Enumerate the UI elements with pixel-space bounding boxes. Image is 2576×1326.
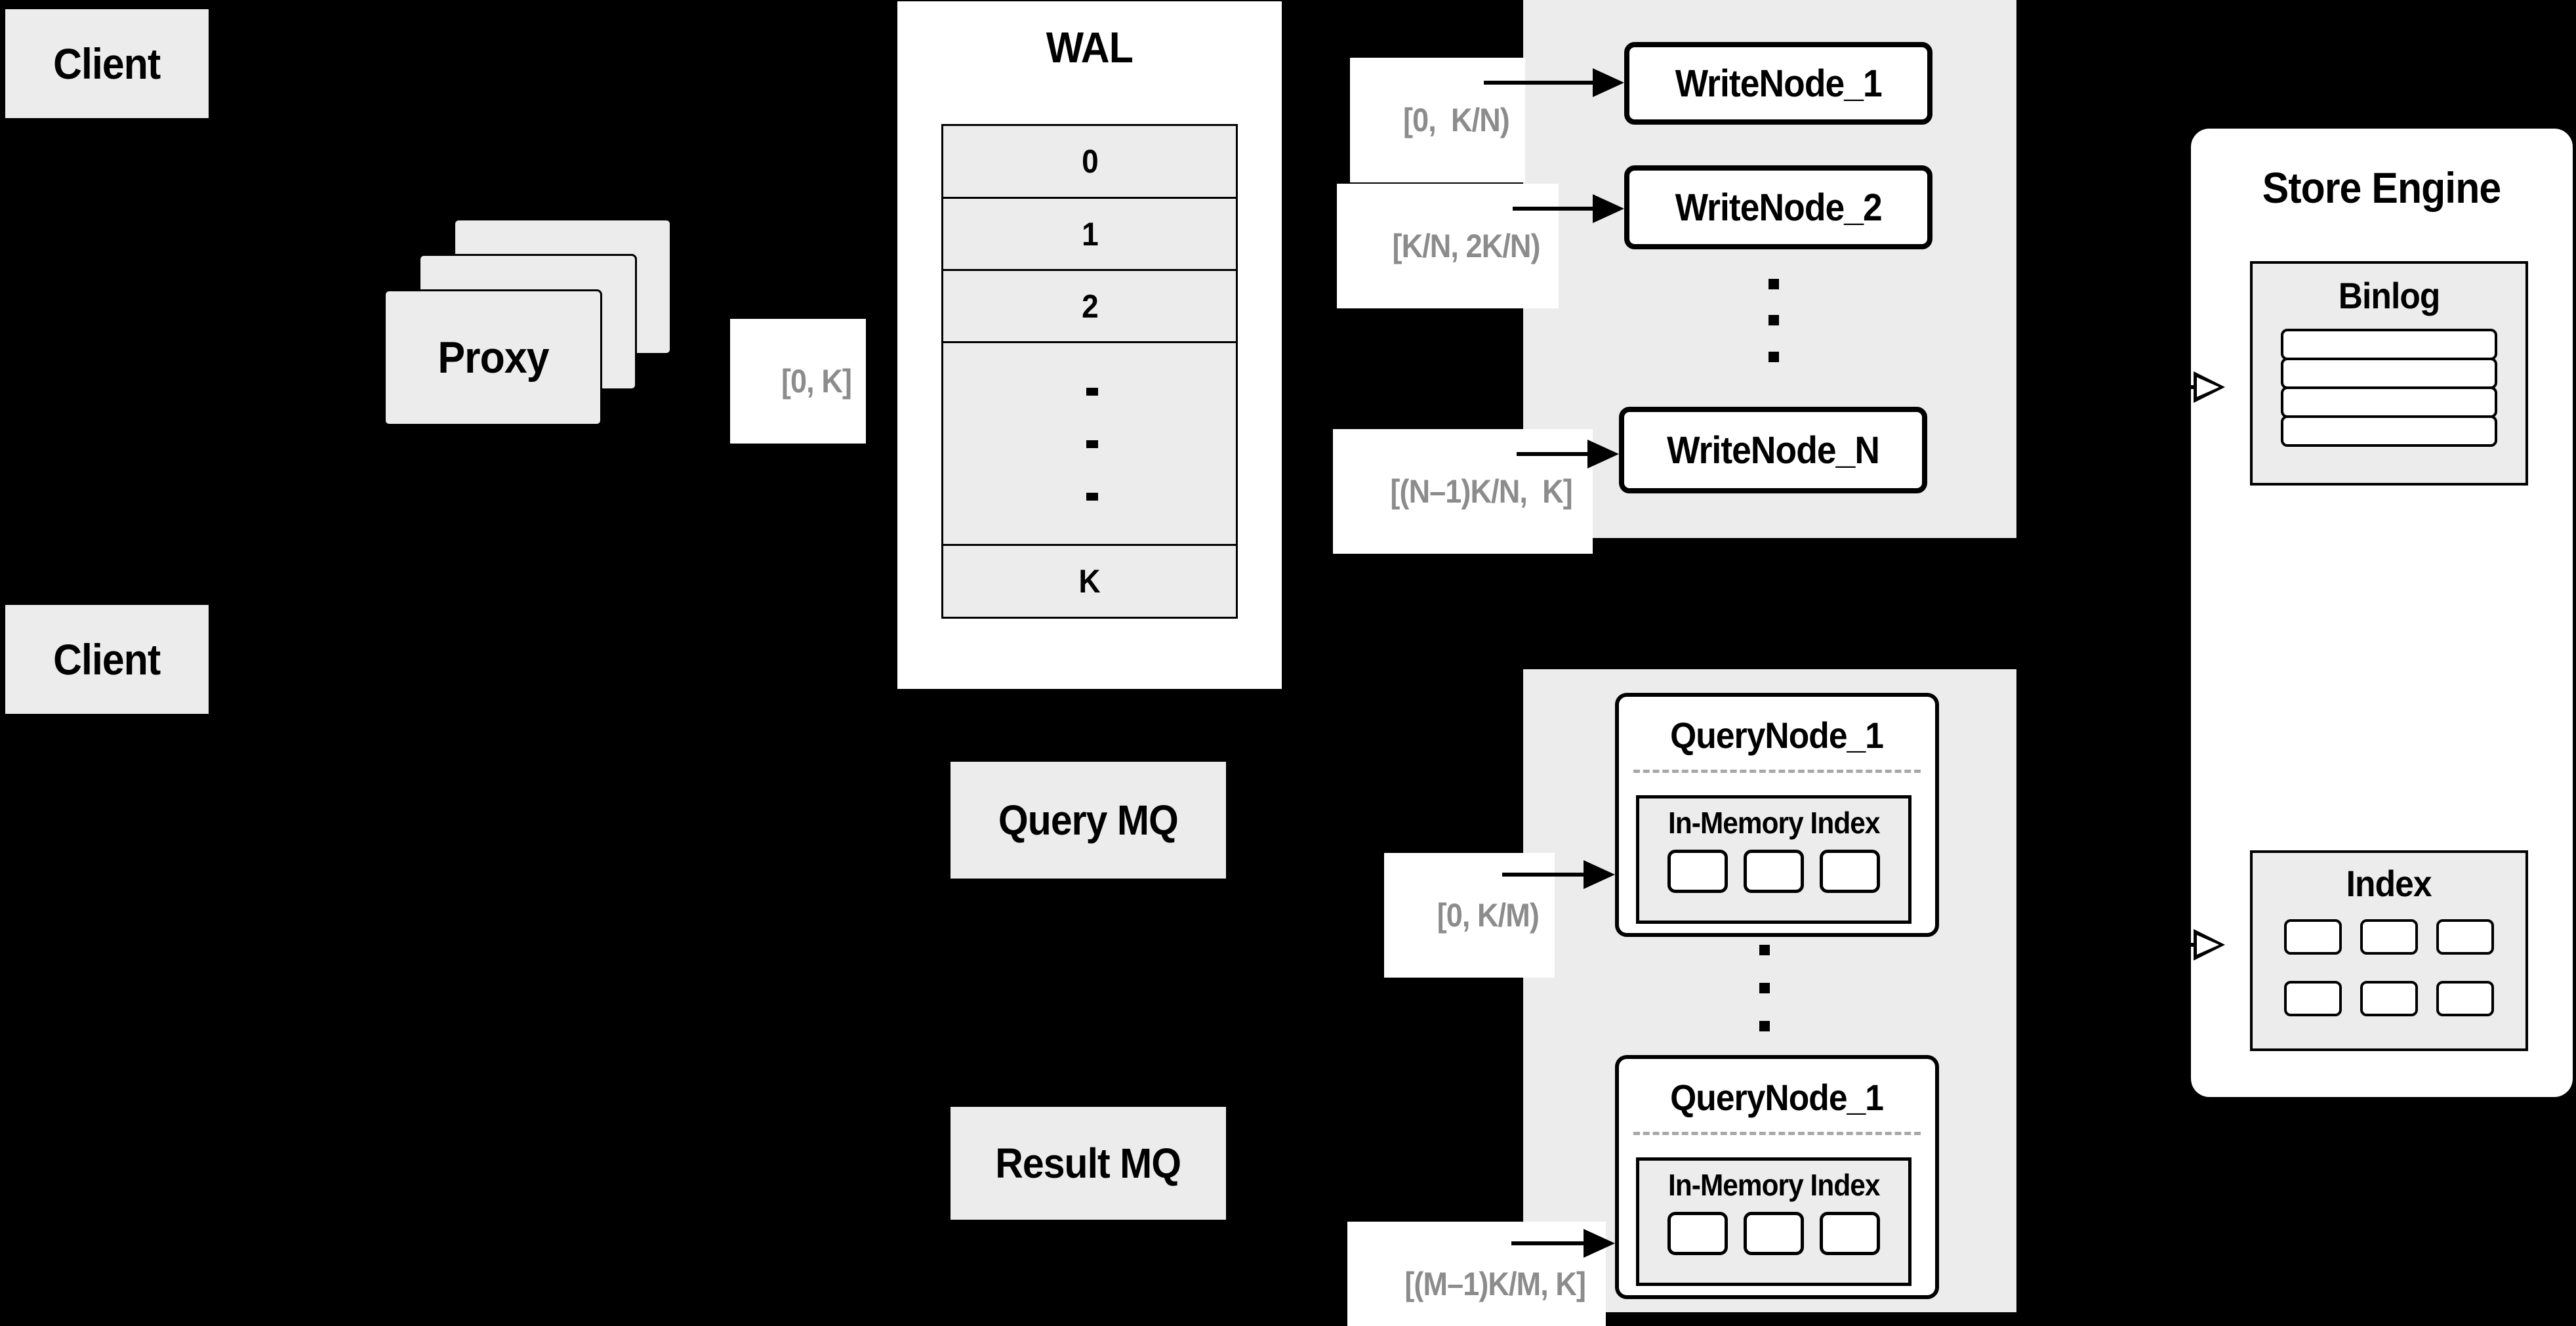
- ellipsis-dot: [1768, 279, 1779, 289]
- segment-cell: [1667, 850, 1728, 893]
- client-bottom-label: Client: [53, 635, 161, 684]
- arrow-head-to-writenode-1: [1593, 68, 1624, 97]
- segment-cell: [1667, 1212, 1728, 1255]
- range-label-proxy-out: [0, K]: [730, 319, 866, 444]
- index-cell: [2284, 919, 2342, 955]
- wal-box: WAL 0 1 2 K: [897, 1, 1282, 689]
- index-cell: [2436, 919, 2494, 955]
- open-arrow-head-to-index: [2194, 929, 2225, 961]
- arrow-line-to-writenode-2: [1513, 207, 1593, 211]
- store-engine-box: Store Engine Binlog Index: [2191, 129, 2573, 1097]
- in-memory-index-bottom-title: In-Memory Index: [1667, 1168, 1880, 1202]
- ellipsis-dot: [1768, 315, 1779, 325]
- index-cells-row: [2253, 981, 2525, 1016]
- query-node-top-box: QueryNode_1 In-Memory Index: [1615, 693, 1939, 937]
- wal-title: WAL: [1046, 23, 1134, 72]
- proxy-card-front: Proxy: [384, 289, 602, 426]
- binlog-row: [2281, 329, 2497, 360]
- client-top-label: Client: [53, 39, 161, 88]
- ellipsis-dot: [1086, 388, 1098, 396]
- segment-cell: [1820, 1212, 1880, 1255]
- range-label-write-n: [(N–1)K/N, K]: [1333, 429, 1593, 554]
- client-bottom-box: Client: [5, 605, 209, 714]
- proxy-label: Proxy: [437, 333, 549, 383]
- wal-row-2: 2: [941, 269, 1238, 343]
- wal-table: 0 1 2 K: [941, 124, 1238, 619]
- dashed-divider: [1633, 1132, 1921, 1135]
- binlog-row: [2281, 358, 2497, 389]
- binlog-box: Binlog: [2250, 261, 2528, 486]
- range-label-query-top: [0, K/M): [1384, 853, 1555, 978]
- open-arrow-head-to-binlog: [2194, 371, 2225, 403]
- arrow-head-to-writenode-2: [1593, 194, 1624, 223]
- query-mq-box: Query MQ: [949, 760, 1228, 881]
- segment-cells: [1639, 1212, 1908, 1255]
- binlog-rows: [2253, 329, 2525, 447]
- index-cell: [2360, 981, 2418, 1016]
- ellipsis-dot: [1086, 493, 1098, 501]
- arrow-head-to-writenode-n: [1587, 440, 1619, 468]
- segment-cell: [1744, 850, 1804, 893]
- result-mq-box: Result MQ: [949, 1105, 1228, 1222]
- range-label-write-2: [K/N, 2K/N): [1337, 184, 1559, 308]
- dashed-divider: [1633, 770, 1921, 773]
- write-node-2-box: WriteNode_2: [1624, 165, 1932, 249]
- in-memory-index-bottom-box: In-Memory Index: [1636, 1157, 1912, 1286]
- in-memory-index-top-box: In-Memory Index: [1636, 795, 1912, 924]
- index-cell: [2436, 981, 2494, 1016]
- segment-cells: [1639, 850, 1908, 893]
- index-title: Index: [2346, 863, 2432, 904]
- proxy-stack: Proxy: [384, 218, 672, 428]
- client-top-box: Client: [5, 9, 209, 118]
- arrow-line-to-index: [2145, 943, 2198, 947]
- arrow-line-to-querynode-bottom: [1511, 1241, 1584, 1245]
- query-node-bottom-title: QueryNode_1: [1670, 1077, 1885, 1118]
- segment-cell: [1820, 850, 1880, 893]
- wal-row-k: K: [941, 544, 1238, 619]
- wal-row-1: 1: [941, 197, 1238, 271]
- query-node-bottom-box: QueryNode_1 In-Memory Index: [1615, 1055, 1939, 1299]
- ellipsis-dot: [1086, 440, 1098, 448]
- store-engine-title: Store Engine: [2262, 163, 2501, 212]
- in-memory-index-top-title: In-Memory Index: [1667, 806, 1880, 840]
- arrow-head-to-querynode-bottom: [1584, 1229, 1615, 1258]
- query-node-group: QueryNode_1 In-Memory Index QueryNode_1: [1523, 669, 2016, 1312]
- index-box: Index: [2250, 850, 2528, 1051]
- binlog-row: [2281, 415, 2497, 447]
- arrow-line-to-writenode-n: [1517, 452, 1587, 456]
- index-cells-row: [2253, 919, 2525, 955]
- segment-cell: [1744, 1212, 1804, 1255]
- ellipsis-dot: [1759, 945, 1770, 955]
- arrow-line-to-writenode-1: [1484, 81, 1593, 85]
- binlog-title: Binlog: [2338, 275, 2441, 316]
- index-cell: [2284, 981, 2342, 1016]
- ellipsis-dot: [1768, 352, 1779, 362]
- ellipsis-dot: [1759, 983, 1770, 993]
- wal-row-0: 0: [941, 124, 1238, 199]
- write-node-1-box: WriteNode_1: [1624, 42, 1932, 125]
- ellipsis-dot: [1759, 1021, 1770, 1031]
- arrow-head-to-querynode-top: [1584, 860, 1615, 889]
- range-label-write-1: [0, K/N): [1350, 58, 1526, 182]
- binlog-row: [2281, 386, 2497, 418]
- wal-row-ellipsis: [941, 341, 1238, 546]
- range-label-query-bottom: [(M–1)K/M, K]: [1347, 1222, 1606, 1326]
- arrow-line-to-querynode-top: [1502, 873, 1584, 877]
- query-node-top-title: QueryNode_1: [1670, 715, 1885, 756]
- write-node-n-box: WriteNode_N: [1619, 407, 1927, 493]
- index-cell: [2360, 919, 2418, 955]
- arrow-line-to-binlog: [2145, 385, 2198, 389]
